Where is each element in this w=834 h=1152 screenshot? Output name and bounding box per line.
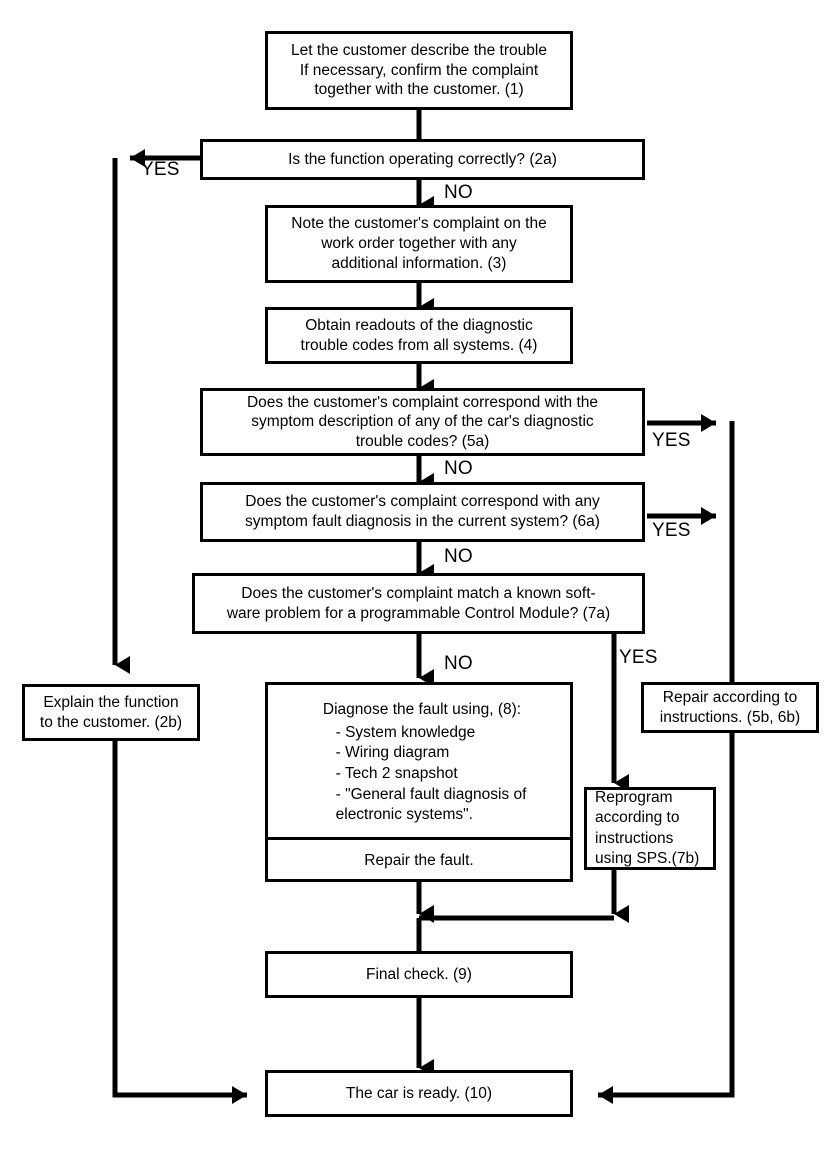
- edge-label-no-2a: NO: [444, 182, 473, 203]
- node-diagnose-fault-upper: Diagnose the fault using, (8): - System …: [268, 685, 570, 840]
- node-obtain-readouts-label: Obtain readouts of the diagnostic troubl…: [300, 316, 538, 354]
- node-complaint-matches-dtc[interactable]: Does the customer's complaint correspond…: [200, 388, 645, 456]
- edge-label-yes-2a: YES: [141, 159, 180, 180]
- edge-right-rail-n10: [598, 421, 735, 1104]
- node-obtain-readouts[interactable]: Obtain readouts of the diagnostic troubl…: [265, 307, 573, 364]
- node-complaint-matches-dtc-label: Does the customer's complaint correspond…: [246, 393, 598, 450]
- node-function-operating-correctly[interactable]: Is the function operating correctly? (2a…: [200, 139, 645, 180]
- node-car-is-ready-label: The car is ready. (10): [345, 1084, 493, 1102]
- node-reprogram-sps-label: Reprogram according to instructions usin…: [595, 789, 700, 867]
- node-repair-according-instructions-label: Repair according to instructions. (5b, 6…: [659, 688, 801, 726]
- node-note-complaint[interactable]: Note the customer's complaint on the wor…: [265, 205, 573, 283]
- edge-group: [112, 110, 735, 1104]
- edge-label-no-5a: NO: [444, 458, 473, 479]
- node-final-check[interactable]: Final check. (9): [265, 951, 573, 998]
- node-describe-trouble[interactable]: Let the customer describe the trouble If…: [265, 31, 573, 110]
- node-explain-function[interactable]: Explain the function to the customer. (2…: [22, 684, 200, 741]
- node-function-operating-correctly-label: Is the function operating correctly? (2a…: [288, 150, 557, 168]
- node-repair-the-fault-label: Repair the fault.: [364, 852, 474, 869]
- node-final-check-label: Final check. (9): [366, 965, 472, 983]
- node-diagnose-fault-list: - System knowledge - Wiring diagram - Te…: [335, 723, 527, 824]
- node-diagnose-fault-title: Diagnose the fault using, (8):: [322, 701, 522, 719]
- node-note-complaint-label: Note the customer's complaint on the wor…: [291, 215, 547, 272]
- node-reprogram-sps[interactable]: Reprogram according to instructions usin…: [584, 787, 716, 870]
- node-complaint-matches-software-problem[interactable]: Does the customer's complaint match a kn…: [192, 573, 645, 634]
- edge-label-yes-5a: YES: [652, 430, 691, 451]
- node-complaint-matches-symptom-diagnosis[interactable]: Does the customer's complaint correspond…: [200, 482, 645, 542]
- node-describe-trouble-label: Let the customer describe the trouble If…: [291, 41, 547, 99]
- edge-n2b-n10: [112, 741, 247, 1104]
- node-repair-the-fault[interactable]: Repair the fault.: [268, 840, 570, 882]
- node-complaint-matches-software-problem-label: Does the customer's complaint match a kn…: [226, 584, 611, 622]
- edge-label-no-7a: NO: [444, 653, 473, 674]
- node-diagnose-fault[interactable]: Diagnose the fault using, (8): - System …: [265, 682, 573, 882]
- node-car-is-ready[interactable]: The car is ready. (10): [265, 1070, 573, 1117]
- node-complaint-matches-symptom-diagnosis-label: Does the customer's complaint correspond…: [245, 493, 600, 530]
- edge-label-no-6a: NO: [444, 546, 473, 567]
- edge-label-yes-6a: YES: [652, 520, 691, 541]
- node-repair-according-instructions[interactable]: Repair according to instructions. (5b, 6…: [641, 682, 819, 733]
- node-explain-function-label: Explain the function to the customer. (2…: [39, 693, 183, 731]
- edge-label-yes-7a: YES: [619, 647, 658, 668]
